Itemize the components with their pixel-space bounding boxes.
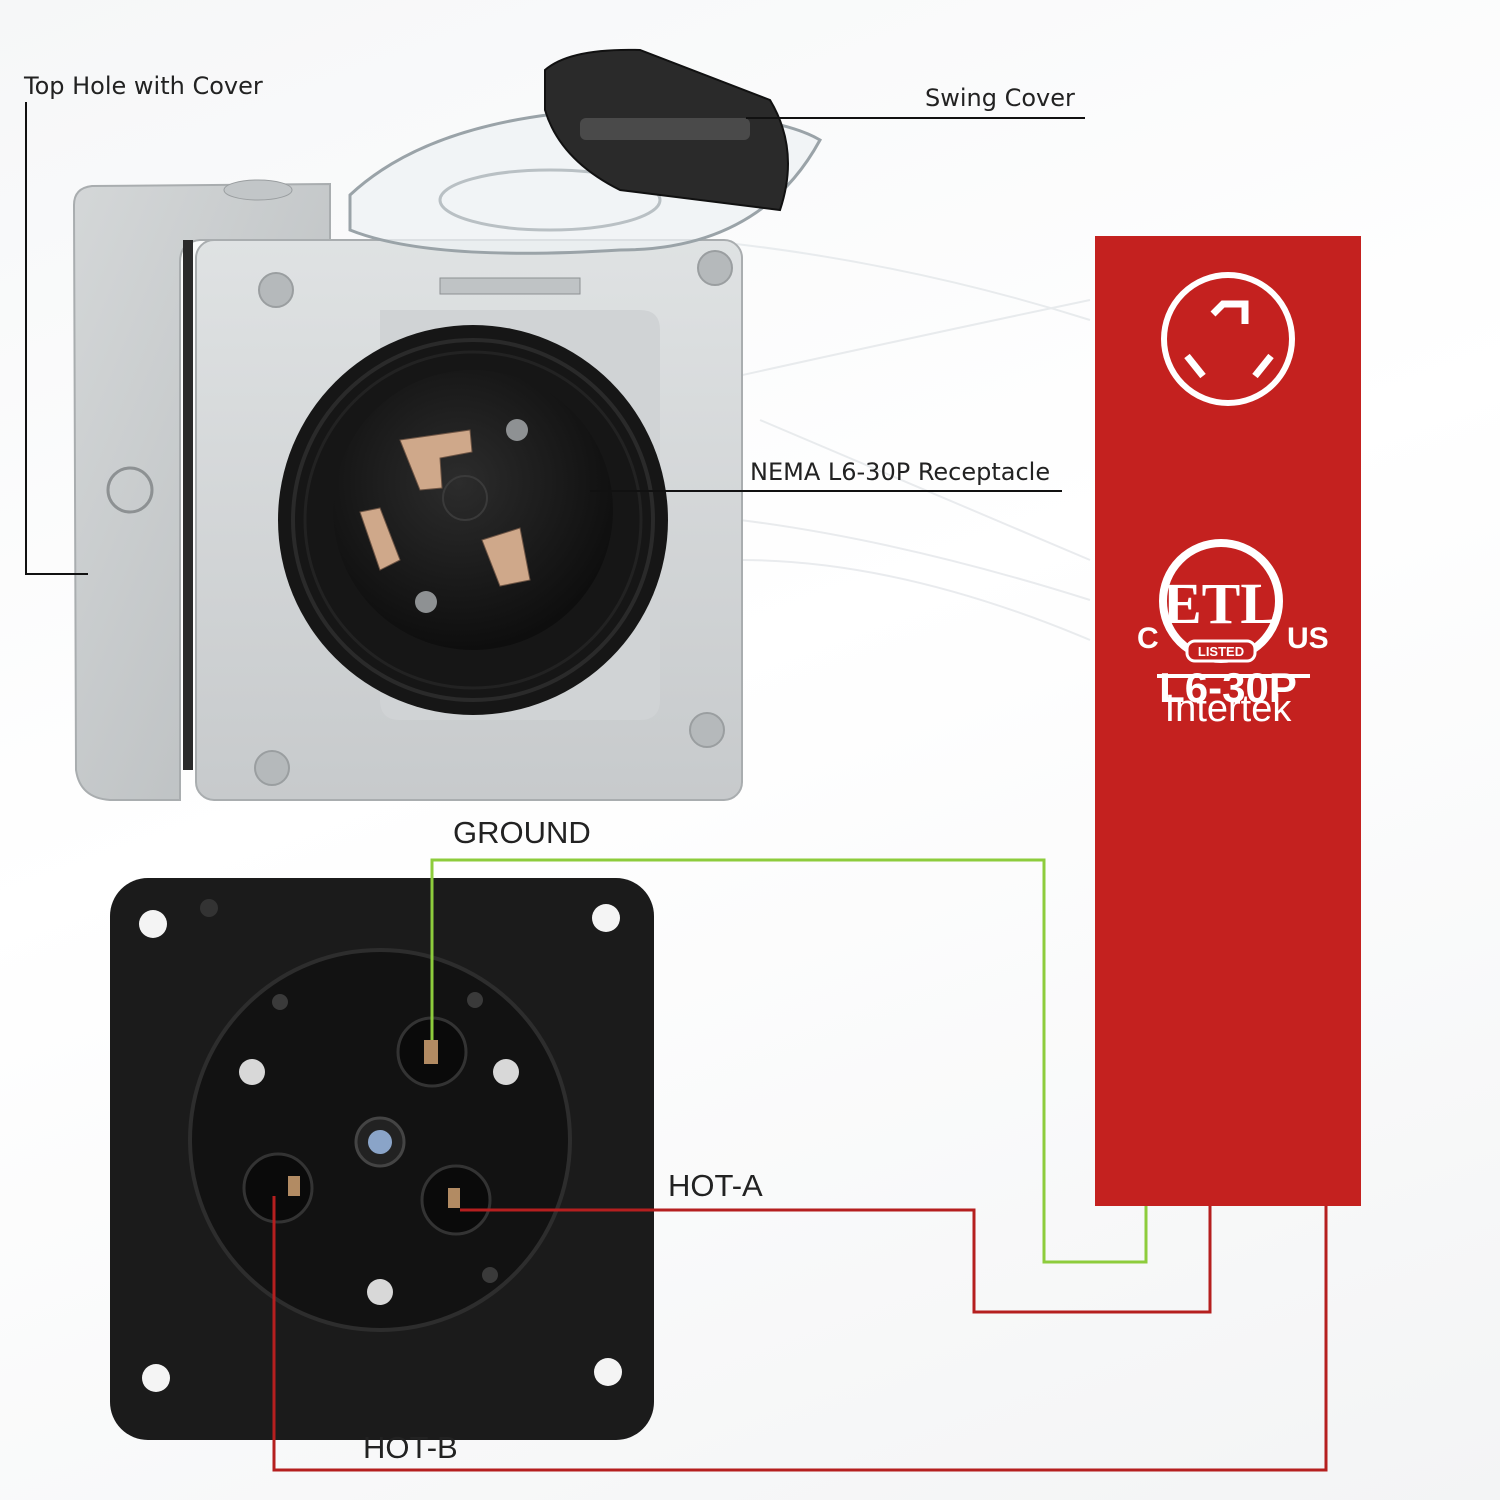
cert-brand-label: Intertek <box>1164 688 1292 730</box>
spec-card: ETL LISTED L6-30P C US Intertek <box>1095 236 1361 1206</box>
inlet-box <box>72 48 823 801</box>
etl-text: ETL <box>1163 571 1279 636</box>
rivet <box>467 992 483 1008</box>
spec-card-graphics: ETL LISTED <box>1157 272 1310 678</box>
screw-hole <box>254 750 290 786</box>
label-swing-cover: Swing Cover <box>925 84 1075 112</box>
mount-dimple <box>200 899 218 917</box>
ring-thread <box>291 338 655 702</box>
cert-c-label: C <box>1137 622 1159 655</box>
label-receptacle: NEMA L6-30P Receptacle <box>750 458 1051 486</box>
callout-line-top-hole <box>25 102 88 575</box>
wire-hot-a <box>460 1206 1212 1314</box>
spring-hinge <box>439 277 581 295</box>
wire-ground <box>430 858 1148 1264</box>
background-streaks <box>699 239 1091 641</box>
blade-icon <box>399 429 473 491</box>
screw-hole <box>258 272 294 308</box>
swing-cover[interactable] <box>348 48 823 295</box>
mount-hole <box>142 1364 170 1392</box>
terminal-contact <box>288 1176 300 1196</box>
screw-icon <box>239 1059 265 1085</box>
terminal-contact <box>424 1040 438 1064</box>
screw-icon <box>506 419 528 441</box>
label-ground: GROUND <box>453 815 591 850</box>
rear-faceplate <box>110 878 654 1440</box>
screw-hole <box>689 712 725 748</box>
cert-us-label: US <box>1287 622 1329 655</box>
screw-icon <box>415 591 437 613</box>
ul-logo-icon <box>442 475 488 521</box>
top-hole-cap <box>223 179 293 201</box>
wire-hot-b <box>272 1196 1328 1472</box>
etl-listed-icon: ETL LISTED <box>1159 539 1283 663</box>
mount-hole <box>592 904 620 932</box>
mount-hole <box>139 910 167 938</box>
mount-hole <box>594 1358 622 1386</box>
blade-icon <box>481 527 531 587</box>
latch-hinge <box>580 118 750 140</box>
callout-lines <box>25 102 1085 575</box>
label-top-hole: Top Hole with Cover <box>24 72 263 100</box>
etl-listed-text: LISTED <box>1198 644 1244 659</box>
terminal-contact <box>448 1188 460 1208</box>
blade-icon <box>359 507 401 571</box>
terminal-hot-b <box>242 1152 314 1224</box>
side-etl-emboss-icon <box>106 466 154 514</box>
label-hot-b: HOT-B <box>363 1430 458 1465</box>
cover-ring <box>438 168 662 232</box>
l6-30-outlet-icon <box>1161 272 1295 406</box>
ring-thread <box>303 350 643 690</box>
rivet <box>482 1267 498 1283</box>
screw-icon <box>368 1130 392 1154</box>
screw-icon <box>493 1059 519 1085</box>
rivet <box>272 994 288 1010</box>
screw-hole <box>697 250 733 286</box>
label-hot-a: HOT-A <box>668 1168 763 1203</box>
screw-icon <box>367 1279 393 1305</box>
model-label: L6-30P <box>1159 664 1297 711</box>
